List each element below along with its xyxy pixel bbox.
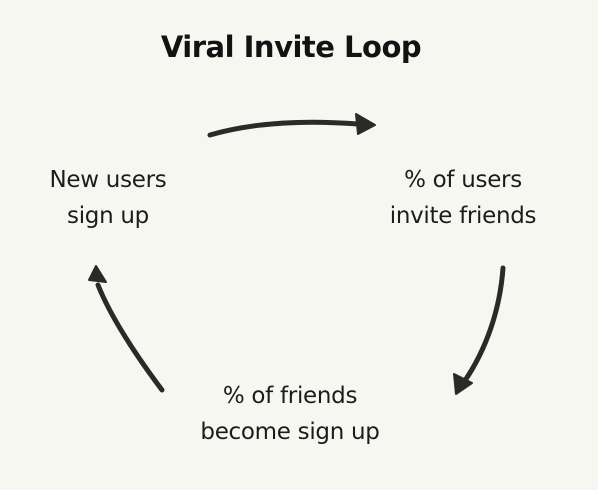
arrow-top-head <box>355 113 376 135</box>
arrow-top <box>207 119 361 138</box>
node-label-line: become sign up <box>200 419 380 445</box>
node-users-invite-friends: % of users invite friends <box>368 162 558 234</box>
node-label-line: New users <box>49 167 167 193</box>
node-label-line: invite friends <box>389 203 537 229</box>
node-label-line: sign up <box>67 203 149 229</box>
node-label-line: % of users <box>404 167 522 193</box>
node-label-line: % of friends <box>222 383 358 409</box>
node-friends-sign-up: % of friends become sign up <box>180 378 400 450</box>
arrow-right <box>461 265 506 385</box>
diagram-title: Viral Invite Loop <box>160 30 422 64</box>
arrow-left <box>95 282 165 393</box>
arrow-left-head <box>88 265 107 283</box>
arrow-right-head <box>453 373 473 395</box>
node-new-users-sign-up: New users sign up <box>24 162 192 234</box>
